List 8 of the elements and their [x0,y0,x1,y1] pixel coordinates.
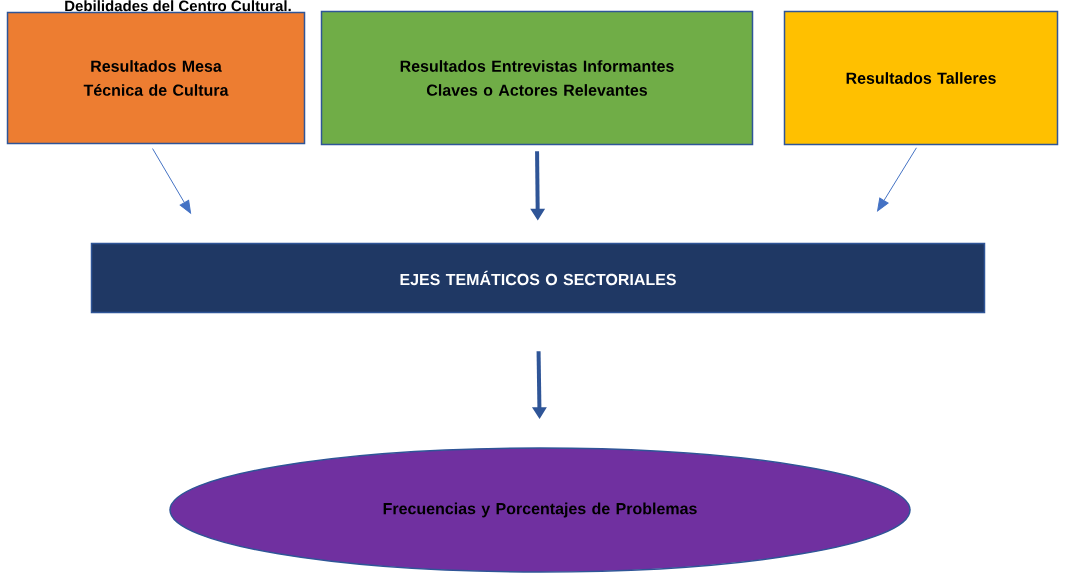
heading-text: Debilidades del Centro Cultural. [65,0,291,12]
process-box: Resultados Talleres [783,10,1059,146]
process-box: EJES TEMÁTICOS O SECTORIALES [90,242,986,314]
process-box: Resultados Mesa Técnica de Cultura [6,11,306,145]
process-box: Resultados Entrevistas Informantes Claves o Actores Relevantes [320,10,754,146]
arrow [152,148,192,214]
arrow [877,147,917,212]
ellipse-node: Frecuencias y Porcentajes de Problemas [169,447,911,573]
